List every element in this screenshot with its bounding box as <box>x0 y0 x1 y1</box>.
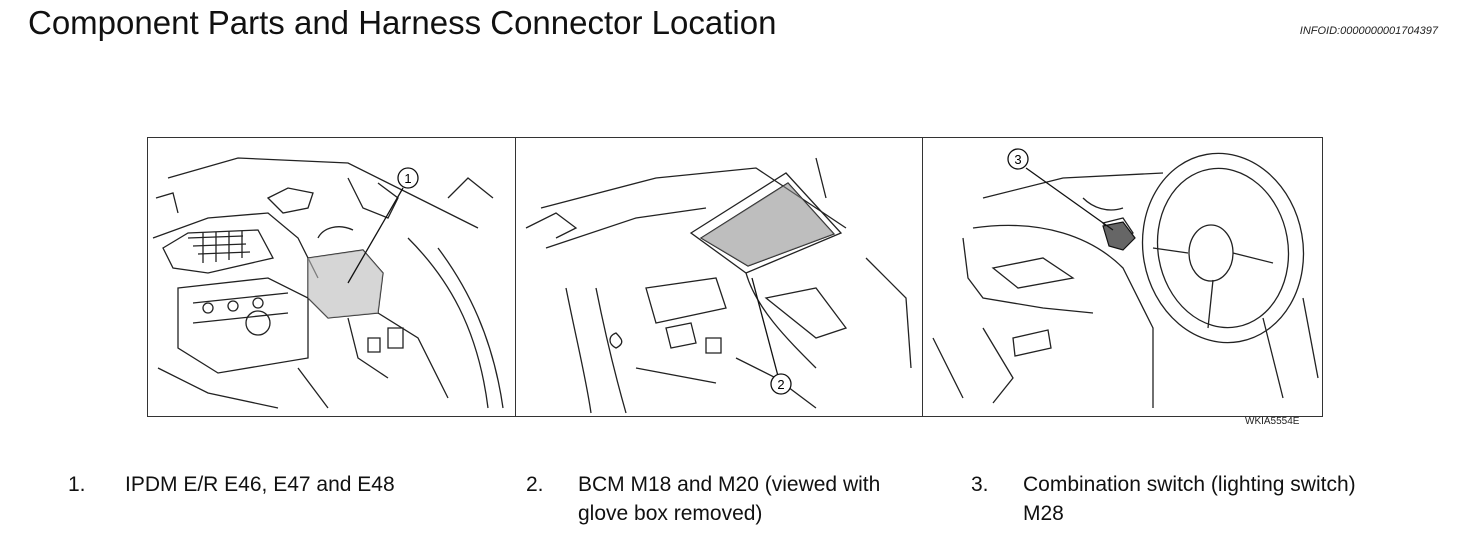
caption-line-2: glove box removed) <box>578 502 763 525</box>
caption-number: 1. <box>68 473 86 496</box>
callout-3-label: 3 <box>1014 152 1021 167</box>
caption-line-1: BCM M18 and M20 (viewed with <box>578 473 881 496</box>
callout-2-label: 2 <box>777 377 784 392</box>
page-title: Component Parts and Harness Connector Lo… <box>28 4 777 41</box>
combination-switch-illustration: 3 <box>923 138 1322 416</box>
caption-line-1: IPDM E/R E46, E47 and E48 <box>125 473 395 496</box>
caption-line-1: Combination switch (lighting switch) <box>1023 473 1356 496</box>
info-id: INFOID:0000000001704397 <box>1299 25 1438 37</box>
callout-1-circle <box>397 167 419 189</box>
caption-text: Combination switch (lighting switch) M28 <box>1023 470 1356 528</box>
steering-wheel-drawing: 3 <box>932 148 1319 408</box>
caption-text: IPDM E/R E46, E47 and E48 <box>125 470 395 499</box>
callout-2-circle <box>770 373 792 395</box>
caption-number: 3. <box>971 473 989 496</box>
callout-1-label: 1 <box>404 171 411 186</box>
bcm-drawing: 2 <box>525 157 912 414</box>
figure-code: WKIA5554E <box>1245 416 1300 427</box>
caption-line-2: M28 <box>1023 502 1064 525</box>
caption-number: 2. <box>526 473 544 496</box>
engine-room-illustration: 1 <box>148 138 516 416</box>
callout-3-circle <box>1007 148 1029 170</box>
engine-room-drawing: 1 <box>152 157 504 409</box>
component-location-figure: 1 <box>147 137 1323 417</box>
caption-text: BCM M18 and M20 (viewed with glove box r… <box>578 470 880 528</box>
bcm-illustration: 2 <box>516 138 923 416</box>
